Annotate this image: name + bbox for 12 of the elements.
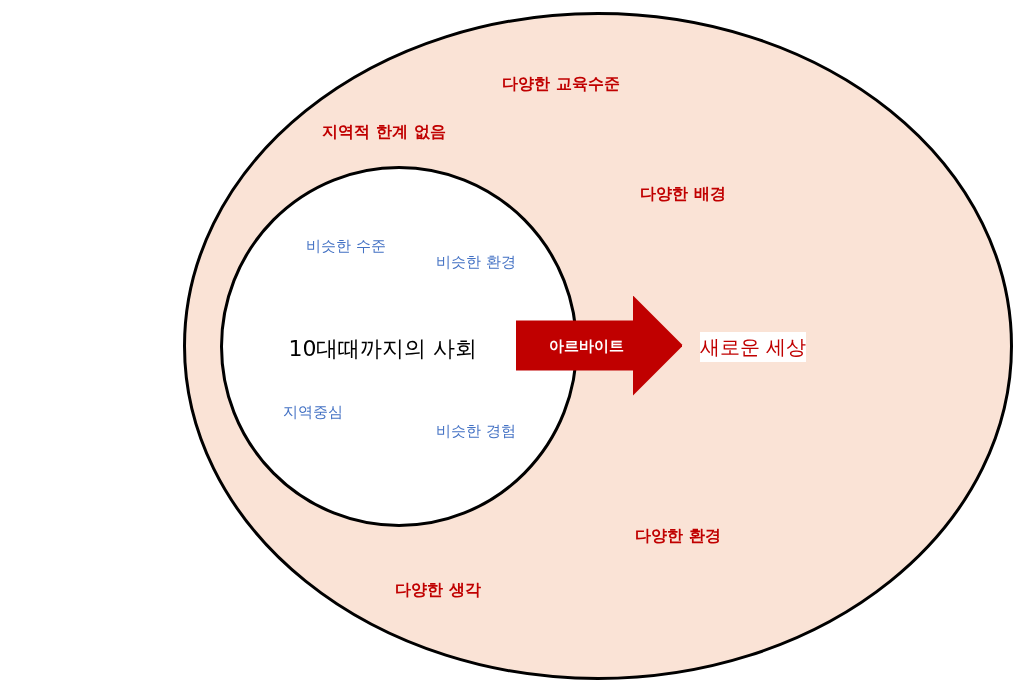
feature-label: 다양한 배경 xyxy=(640,183,726,205)
destination-label: 새로운 세상 xyxy=(700,332,807,362)
arrow-label: 아르바이트 xyxy=(548,336,624,355)
feature-label: 지역중심 xyxy=(283,402,343,422)
feature-label: 다양한 환경 xyxy=(635,525,721,547)
feature-label: 비슷한 환경 xyxy=(436,252,516,272)
feature-label: 비슷한 경험 xyxy=(436,421,516,441)
feature-label: 지역적 한계 없음 xyxy=(322,121,446,143)
feature-label: 다양한 생각 xyxy=(395,579,481,601)
feature-label: 비슷한 수준 xyxy=(306,236,386,256)
feature-label: 다양한 교육수준 xyxy=(502,73,620,95)
circle-title: 10대때까지의 사회 xyxy=(288,335,478,363)
